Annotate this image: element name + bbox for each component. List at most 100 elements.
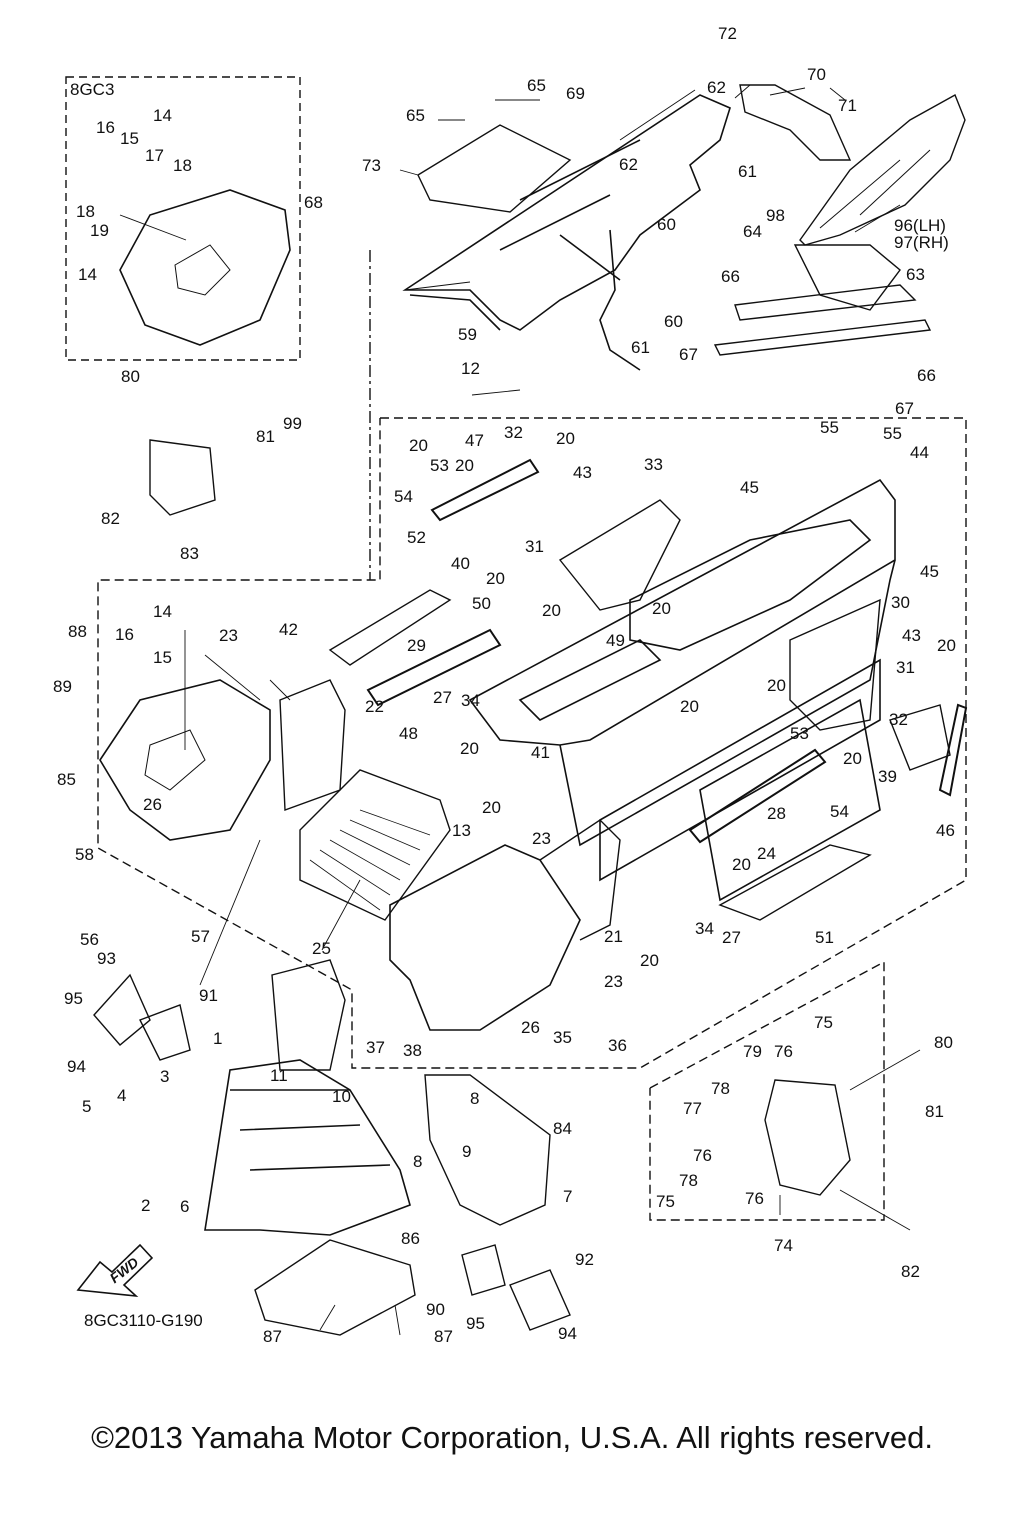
callout-46: 46 [936,821,955,840]
callout-14: 14 [78,265,97,284]
tunnel [468,478,896,902]
callout-18: 18 [173,156,192,175]
inset-model-code: 8GC3 [70,80,115,99]
front-frame-13 [389,844,581,1031]
callout-20: 20 [409,436,428,455]
skid-plate-86 [254,1239,416,1336]
callout-62: 62 [707,78,726,97]
callout-59: 59 [458,325,477,344]
callout-48: 48 [399,724,418,743]
callout-20: 20 [843,749,862,768]
callout-31: 31 [896,658,915,677]
callout-82: 82 [101,509,120,528]
callout-89: 89 [53,677,72,696]
callout-35: 35 [553,1028,572,1047]
callout-58: 58 [75,845,94,864]
callout-16: 16 [115,625,134,644]
front-frame-13b [539,819,621,941]
callout-57: 57 [191,927,210,946]
callout-1: 1 [213,1029,223,1048]
callout-49: 49 [606,631,625,650]
guard-90 [461,1244,506,1296]
callout-94: 94 [558,1324,577,1343]
callout-28: 28 [767,804,786,823]
callout-72: 72 [718,24,737,43]
callout-22: 22 [365,697,384,716]
callout-34: 34 [461,691,480,710]
traction-strip-47 [430,458,540,522]
callout-5: 5 [82,1097,92,1116]
callout-27: 27 [722,928,741,947]
callout-74: 74 [774,1236,793,1255]
callout-20: 20 [640,951,659,970]
snow-flap-plate [793,244,901,311]
callout-90: 90 [426,1300,445,1319]
callout-15: 15 [153,648,172,667]
bracket-33 [558,499,681,611]
callout-97: 97(RH) [894,233,949,252]
callout-68: 68 [304,193,323,212]
callout-52: 52 [407,528,426,547]
callout-13: 13 [452,821,471,840]
callout-66: 66 [721,267,740,286]
callout-54: 54 [830,802,849,821]
callout-20: 20 [486,569,505,588]
callout-20: 20 [542,601,561,620]
callout-24: 24 [757,844,776,863]
callout-20: 20 [482,798,501,817]
callout-83: 83 [180,544,199,563]
callout-19: 19 [90,221,109,240]
fwd-arrow-icon [76,1243,154,1298]
tunnel-group-outline [97,417,967,1069]
callout-78: 78 [711,1079,730,1098]
callout-98: 98 [766,206,785,225]
callout-18: 18 [76,202,95,221]
callout-20: 20 [556,429,575,448]
callout-20: 20 [680,697,699,716]
callout-4: 4 [117,1086,127,1105]
callout-36: 36 [608,1036,627,1055]
bracket-30 [789,598,881,731]
traction-strip-28 [688,748,827,844]
callout-31: 31 [525,537,544,556]
callout-17: 17 [145,146,164,165]
callout-53: 53 [790,724,809,743]
chaincase-cover [99,679,271,841]
callout-76: 76 [774,1042,793,1061]
callout-14: 14 [153,106,172,125]
drawing-code: 8GC3110-G190 [84,1311,203,1330]
callout-41: 41 [531,743,550,762]
leader-lines [119,84,921,1336]
callout-32: 32 [889,710,908,729]
callout-6: 6 [180,1197,190,1216]
callout-34: 34 [695,919,714,938]
callout-96: 96(LH) [894,216,946,235]
callout-95: 95 [64,989,83,1008]
callout-25: 25 [312,939,331,958]
callout-79: 79 [743,1042,762,1061]
callout-85: 85 [57,770,76,789]
rail-bar [713,319,932,356]
callout-26: 26 [521,1018,540,1037]
callout-20: 20 [767,676,786,695]
callout-86: 86 [401,1229,420,1248]
callout-78: 78 [679,1171,698,1190]
callout-87: 87 [263,1327,282,1346]
callout-20: 20 [455,456,474,475]
callout-69: 69 [566,84,585,103]
callout-84: 84 [553,1119,572,1138]
rear-box-group-outline [649,960,885,1221]
callout-94: 94 [67,1057,86,1076]
callout-63: 63 [906,265,925,284]
callout-32: 32 [504,423,523,442]
bulkhead-plate-22 [279,679,346,811]
guard-91 [139,1004,191,1061]
bracket-7 [424,1074,551,1226]
callout-11: 11 [270,1066,288,1085]
traction-strip-46 [938,703,968,797]
callout-65: 65 [406,106,425,125]
callout-43: 43 [573,463,592,482]
callout-37: 37 [366,1038,385,1057]
callout-23: 23 [532,829,551,848]
